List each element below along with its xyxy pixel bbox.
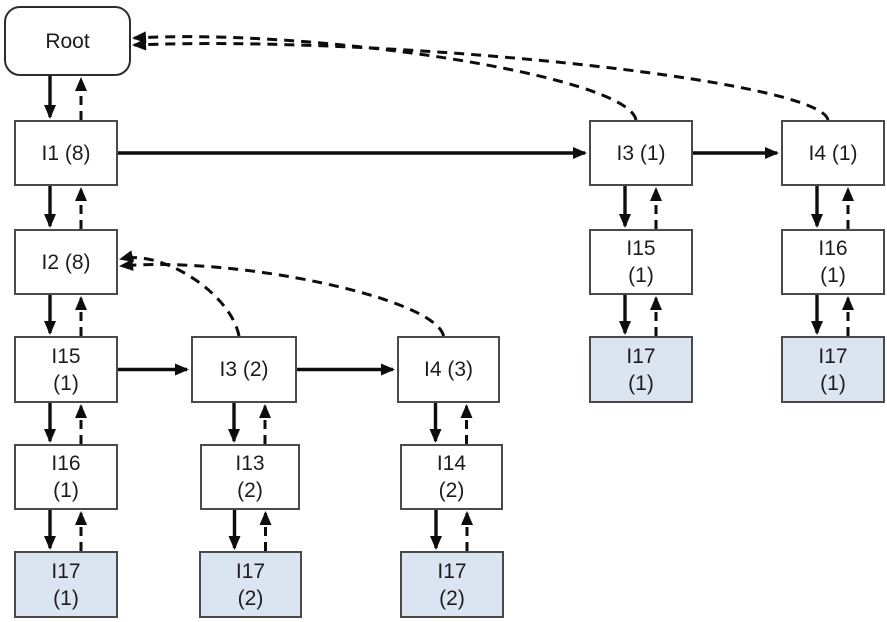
node-label: (1) [53,586,79,610]
node-label: I3 (1) [616,141,666,165]
node-i16-right: I16 (1) [781,229,885,295]
node-label: I3 (2) [219,358,269,381]
node-i4-count-1: I4 (1) [781,120,885,186]
node-label: I4 (3) [423,358,473,381]
node-label: (1) [53,371,79,395]
node-i17-leaf-4: I17 (1) [589,336,693,403]
node-i3-count-2: I3 (2) [191,336,297,403]
node-label: I17 [437,559,467,583]
node-i17-leaf-5: I17 (1) [781,336,885,403]
node-label: I17 [51,559,81,583]
node-i17-leaf-2: I17 (2) [199,551,302,618]
node-label: (2) [438,479,465,502]
node-label: (1) [820,371,846,395]
node-label: I17 [818,344,848,368]
node-label: I4 (1) [808,141,858,165]
node-label: (1) [820,264,846,287]
node-label: (1) [628,371,654,395]
node-label: I1 (8) [41,141,91,165]
node-i14: I14 (2) [400,444,503,510]
node-i13: I13 (2) [200,444,300,510]
node-i15-left: I15 (1) [14,336,118,403]
node-label: (2) [439,586,465,610]
node-label: I16 [51,452,81,475]
node-label: I17 [235,559,266,583]
node-label: I15 [51,344,81,368]
node-label: I15 [626,237,656,260]
node-label: I16 [818,237,848,260]
node-i16-left: I16 (1) [14,444,118,510]
node-root: Root [4,6,131,76]
node-label: (1) [628,264,654,287]
node-label: (2) [237,479,263,502]
node-i15-right: I15 (1) [589,229,693,295]
node-label: I13 [235,452,265,475]
node-label: I17 [626,344,656,368]
node-i4-count-3: I4 (3) [397,336,500,403]
node-i2: I2 (8) [14,229,118,295]
node-i3-count-1: I3 (1) [589,120,693,186]
node-label: (1) [53,479,79,502]
node-label: I14 [436,452,467,475]
node-label: I2 (8) [41,250,91,274]
node-i17-leaf-3: I17 (2) [400,551,504,618]
node-label: (2) [237,586,264,610]
node-i1: I1 (8) [14,120,118,186]
node-i17-leaf-1: I17 (1) [14,551,118,618]
node-label: Root [45,29,90,53]
